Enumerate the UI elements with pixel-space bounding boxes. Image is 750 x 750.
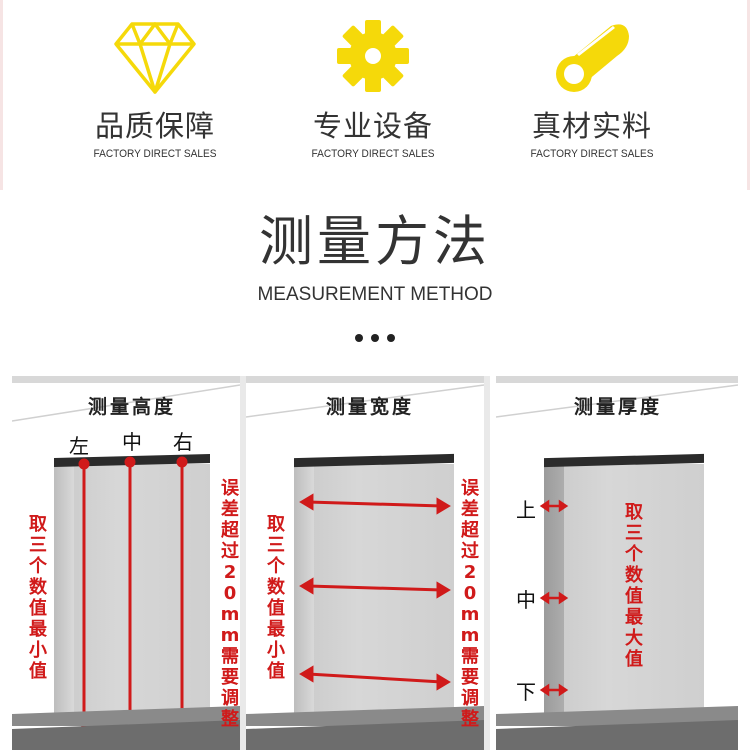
panel-measure-thickness: 测量厚度 上 中 下 取三个数值最大值	[496, 376, 738, 750]
thickness-arrows	[539, 499, 569, 697]
gear-icon	[337, 20, 409, 92]
dots-divider	[355, 334, 395, 342]
feature-subtitle: FACTORY DIRECT SALES	[311, 148, 435, 160]
label-right: 右	[173, 430, 193, 454]
feature-title: 品质保障	[94, 109, 215, 143]
label-bottom: 下	[516, 680, 536, 704]
panel-title: 测量宽度	[326, 396, 415, 418]
panel-title: 测量厚度	[574, 396, 663, 418]
label-middle: 中	[516, 588, 536, 612]
note-min-value: 取三个数值最小值	[29, 514, 47, 682]
panel-measure-width: 测量宽度 取三个数值最小值 误差超过20mm需要调整	[246, 376, 484, 750]
feature-equipment: 专业设备 FACTORY DIRECT SALES	[263, 18, 483, 160]
label-left: 左	[69, 434, 89, 458]
left-edge-decoration	[0, 0, 3, 190]
pipe-icon	[556, 24, 629, 92]
panel-divider	[240, 376, 246, 750]
panel-divider	[484, 376, 490, 750]
label-center: 中	[122, 430, 142, 454]
panel-measure-height: 测量高度 左 中 右 取三个数值最小值 误差超过20mm需要调整	[12, 376, 240, 750]
feature-title: 真材实料	[531, 109, 652, 143]
note-tolerance: 误差超过20mm需要调整	[220, 478, 240, 730]
section-title: 测量方法	[259, 210, 491, 273]
feature-subtitle: FACTORY DIRECT SALES	[530, 148, 654, 160]
section-subtitle: MEASUREMENT METHOD	[257, 284, 493, 305]
width-arrows	[299, 493, 451, 691]
panel-title: 测量高度	[88, 396, 177, 418]
diamond-icon	[114, 22, 196, 94]
note-min-value: 取三个数值最小值	[267, 514, 285, 682]
feature-quality: 品质保障 FACTORY DIRECT SALES	[45, 18, 265, 160]
feature-subtitle: FACTORY DIRECT SALES	[93, 148, 217, 160]
note-tolerance: 误差超过20mm需要调整	[460, 478, 480, 730]
note-max-value: 取三个数值最大值	[625, 502, 643, 670]
feature-title: 专业设备	[312, 109, 433, 143]
feature-material: 真材实料 FACTORY DIRECT SALES	[482, 18, 702, 160]
right-edge-decoration	[747, 0, 750, 190]
label-top: 上	[516, 498, 536, 522]
